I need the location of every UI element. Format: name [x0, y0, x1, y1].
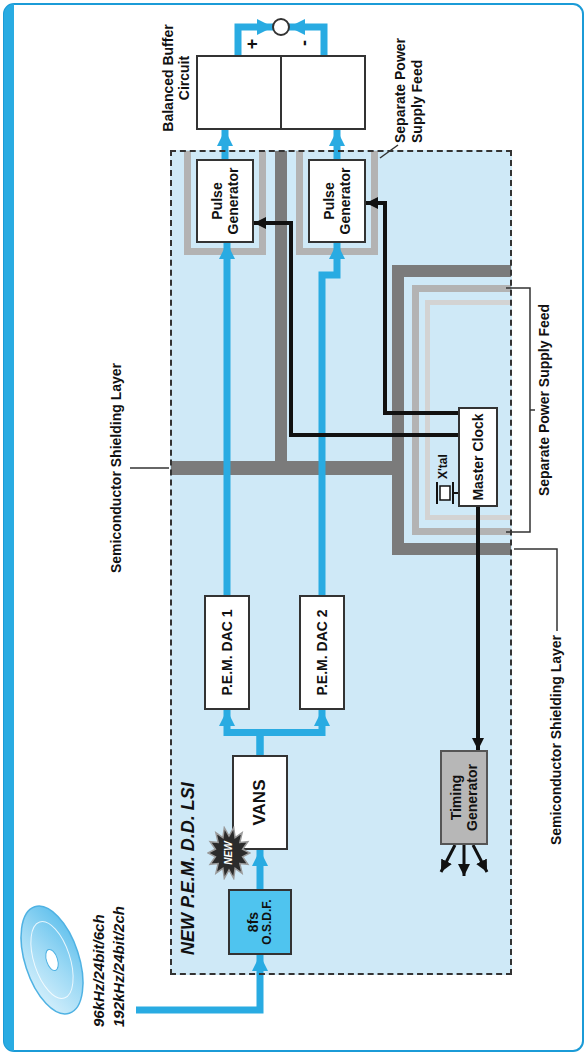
lsi-ground	[170, 150, 512, 975]
shield-bar	[404, 543, 511, 555]
shielding-layer	[171, 151, 511, 555]
disc	[9, 898, 95, 1021]
callout-label: Semiconductor Shielding Layer	[108, 348, 125, 588]
disc-track	[23, 916, 82, 1003]
feed-band	[425, 300, 430, 520]
frame-band	[4, 4, 14, 1051]
node-label: Balanced Buffer Circuit	[160, 23, 192, 133]
power-feed-layer	[184, 151, 511, 535]
feed-band	[259, 151, 266, 255]
leader-lines	[130, 145, 557, 631]
timing-arrows	[441, 845, 487, 876]
node-label: P.E.M. DAC 2	[314, 609, 330, 695]
buffer-divider	[280, 57, 282, 128]
node-label: VANS	[250, 780, 270, 826]
new-badge: NEW	[207, 826, 251, 880]
clock-line	[476, 507, 480, 750]
signal-arrow	[257, 850, 264, 889]
node-label: Pulse Generator	[321, 165, 353, 237]
signal-arrow	[260, 710, 322, 755]
pulse-generator-box: Pulse Generator	[308, 159, 366, 243]
node-label: 8fs	[245, 912, 261, 932]
callout-label: Separate Power Supply Feed	[392, 8, 426, 143]
node-label: NEW	[223, 841, 235, 864]
node-label: Timing Generator	[448, 756, 480, 839]
crystal-body	[440, 486, 450, 500]
callout-label: Semiconductor Shielding Layer	[548, 635, 565, 880]
input-arrow	[136, 955, 260, 1010]
disc-icon	[9, 898, 95, 1021]
shield-bar	[171, 461, 392, 475]
polarity-sign: +	[242, 37, 264, 51]
filter-box: 8fsO.S.D.F.	[228, 889, 292, 955]
clock-line	[366, 203, 458, 413]
timing-arrow	[441, 845, 455, 872]
part-label: X'tal	[436, 439, 450, 479]
signal-arrow	[222, 130, 229, 159]
output-arrow	[238, 27, 273, 55]
timing-arrow	[473, 845, 487, 872]
feed-band	[425, 300, 511, 305]
feed-band	[412, 285, 419, 535]
node-label: Master Clock	[470, 413, 486, 500]
chip-title: NEW P.E.M. D.D. LSI	[178, 782, 199, 955]
callout-label: Separate Power Supply Feed	[536, 275, 553, 525]
pulse-generator-box: Pulse Generator	[196, 159, 254, 243]
timing-generator-box: Timing Generator	[440, 750, 488, 845]
power-feed-layer	[425, 300, 511, 520]
node-label: Pulse Generator	[209, 165, 241, 237]
dac-box: P.E.M. DAC 1	[204, 595, 250, 710]
crystal-plates	[437, 482, 458, 504]
outer-frame	[4, 4, 583, 1051]
node-label: P.E.M. DAC 1	[219, 609, 235, 695]
timing-arrow	[463, 845, 466, 876]
node-label: O.S.D.F.	[261, 899, 275, 944]
dac-box: P.E.M. DAC 2	[299, 595, 345, 710]
polarity-sign: -	[294, 36, 316, 50]
shield-bar	[275, 151, 287, 461]
buffer-box: Balanced Buffer Circuit	[196, 55, 366, 130]
feed-band	[184, 151, 191, 255]
crystal-symbol	[437, 482, 458, 504]
feed-band	[425, 515, 511, 520]
signal-arrow	[334, 130, 341, 159]
output-node	[273, 19, 289, 35]
clock-line	[254, 223, 458, 435]
lsi-chip-outline: NEW P.E.M. D.D. LSI 8fsO.S.D.F. NEW VANS P.E…	[170, 150, 512, 975]
feed-band	[412, 528, 511, 535]
feed-band	[296, 151, 303, 255]
disc-hole	[43, 948, 60, 972]
format-label: 96kHz/24bit/6ch	[90, 827, 108, 1027]
output-arrow	[289, 27, 324, 55]
leader-line	[514, 549, 557, 631]
signal-arrow	[322, 243, 337, 595]
master-clock-box: Master Clock	[458, 407, 498, 507]
shield-bar	[404, 265, 511, 277]
feed-band	[412, 285, 511, 292]
leader-line	[130, 467, 169, 469]
signal-arrow	[224, 243, 231, 595]
format-label: 192kHz/24bit/2ch	[110, 827, 128, 1027]
shield-bar	[392, 265, 404, 555]
signal-arrow	[227, 710, 260, 755]
